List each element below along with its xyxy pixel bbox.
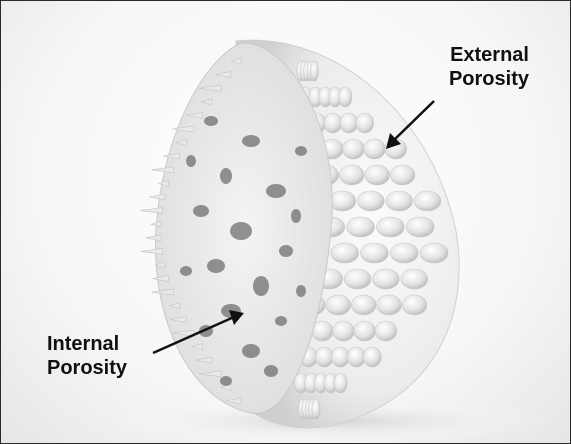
internal-pore bbox=[295, 146, 307, 156]
internal-pore bbox=[296, 285, 306, 297]
surface-dimple bbox=[343, 139, 365, 159]
internal-pore bbox=[220, 168, 232, 184]
rim-strut bbox=[140, 208, 162, 214]
surface-dimple bbox=[331, 243, 359, 263]
surface-dimple bbox=[406, 217, 434, 237]
internal-pore bbox=[220, 376, 232, 386]
surface-dimple bbox=[414, 191, 441, 211]
surface-dimple bbox=[310, 61, 318, 81]
surface-dimple bbox=[373, 269, 400, 289]
surface-dimple bbox=[333, 321, 355, 341]
internal-pore bbox=[230, 222, 252, 240]
surface-dimple bbox=[326, 295, 351, 315]
internal-pore bbox=[204, 116, 218, 126]
surface-dimple bbox=[312, 399, 320, 419]
surface-dimple bbox=[329, 191, 356, 211]
surface-dimple bbox=[364, 139, 386, 159]
surface-dimple bbox=[332, 347, 350, 367]
internal-pore bbox=[266, 184, 286, 198]
internal-label-line1: Internal bbox=[47, 332, 127, 356]
internal-pore bbox=[242, 344, 260, 358]
surface-dimple bbox=[340, 165, 365, 185]
surface-dimple bbox=[344, 269, 371, 289]
surface-dimple bbox=[316, 347, 334, 367]
internal-pore bbox=[253, 276, 269, 296]
surface-dimple bbox=[347, 347, 365, 367]
rim-strut bbox=[151, 167, 173, 173]
surface-dimple bbox=[375, 321, 397, 341]
internal-porosity-label: Internal Porosity bbox=[47, 332, 127, 380]
internal-pore bbox=[242, 135, 260, 147]
surface-dimple bbox=[363, 347, 381, 367]
surface-dimple bbox=[347, 217, 375, 237]
internal-pore bbox=[279, 245, 293, 257]
surface-dimple bbox=[340, 113, 358, 133]
surface-dimple bbox=[324, 113, 342, 133]
surface-dimple bbox=[390, 243, 418, 263]
surface-dimple bbox=[420, 243, 448, 263]
external-label-line1: External bbox=[419, 43, 529, 67]
surface-dimple bbox=[377, 295, 402, 315]
external-label-line2: Porosity bbox=[419, 67, 529, 91]
internal-pore bbox=[264, 365, 278, 377]
rim-strut bbox=[149, 194, 165, 200]
internal-pore bbox=[186, 155, 196, 167]
surface-dimple bbox=[339, 87, 352, 107]
external-porosity-label: External Porosity bbox=[419, 43, 529, 91]
surface-dimple bbox=[402, 295, 427, 315]
surface-dimple bbox=[361, 243, 389, 263]
rim-strut bbox=[140, 248, 162, 254]
surface-dimple bbox=[357, 191, 384, 211]
surface-dimple bbox=[356, 113, 374, 133]
internal-pore bbox=[180, 266, 192, 276]
internal-pore bbox=[275, 316, 287, 326]
internal-label-line2: Porosity bbox=[47, 356, 127, 380]
internal-pore bbox=[291, 209, 301, 223]
surface-dimple bbox=[354, 321, 376, 341]
surface-dimple bbox=[377, 217, 405, 237]
surface-dimple bbox=[401, 269, 428, 289]
internal-pore bbox=[193, 205, 209, 217]
surface-dimple bbox=[351, 295, 376, 315]
surface-dimple bbox=[390, 165, 415, 185]
rim-strut bbox=[145, 235, 161, 241]
surface-dimple bbox=[334, 373, 347, 393]
internal-pore bbox=[207, 259, 225, 273]
surface-dimple bbox=[386, 191, 413, 211]
surface-dimple bbox=[365, 165, 390, 185]
